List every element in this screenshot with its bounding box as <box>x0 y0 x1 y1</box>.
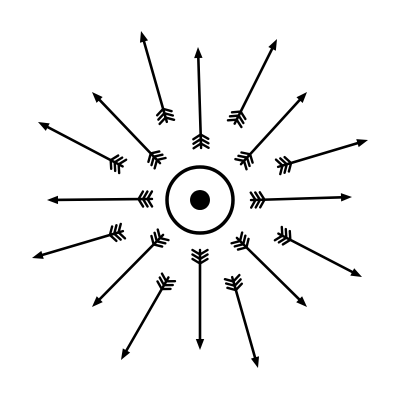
arrow-shaft <box>94 95 160 163</box>
arrowhead <box>121 348 131 360</box>
arrow-shaft <box>234 43 276 123</box>
arrowhead <box>250 356 260 368</box>
arrowhead <box>38 122 50 131</box>
arrow-shaft <box>237 238 305 305</box>
arrow <box>191 248 209 350</box>
arrow <box>192 47 210 150</box>
arrowhead <box>92 92 103 103</box>
arrow-fletching <box>223 273 244 292</box>
arrow-fletching <box>273 225 292 246</box>
arrow <box>32 222 127 259</box>
arrow-fletching <box>109 154 128 175</box>
arrowhead <box>194 47 203 59</box>
arrow-fletching <box>147 150 167 170</box>
arrow <box>139 31 176 126</box>
arrow <box>273 225 362 277</box>
arrows-group <box>32 31 368 368</box>
arrowhead <box>47 195 59 205</box>
target-icon <box>165 165 235 235</box>
arrow <box>92 228 170 307</box>
arrow-fletching <box>274 155 293 176</box>
arrow-shaft <box>51 197 151 202</box>
arrow <box>226 39 277 129</box>
target-bullseye <box>190 190 210 210</box>
arrow-fletching <box>234 151 254 171</box>
arrow <box>230 231 307 307</box>
arrowhead <box>268 39 277 51</box>
arrow-shaft <box>241 95 305 164</box>
arrow-fletching <box>156 272 177 291</box>
arrow-fletching <box>230 231 250 251</box>
arrow-shaft <box>36 230 122 258</box>
arrow <box>121 272 177 360</box>
arrow-shaft <box>94 235 163 305</box>
arrowhead <box>32 250 44 259</box>
arrow-shaft <box>141 35 168 121</box>
arrow-shaft <box>231 278 258 364</box>
arrow-fletching <box>155 107 176 126</box>
target-ring <box>165 165 235 235</box>
arrow <box>223 273 260 368</box>
arrowhead <box>296 296 307 307</box>
arrow-fletching <box>137 190 154 208</box>
arrow <box>92 92 167 170</box>
arrow-fletching <box>191 248 209 265</box>
arrow-shaft <box>279 140 364 168</box>
arrow-shaft <box>122 278 169 357</box>
arrow <box>249 191 352 209</box>
arrowhead <box>340 193 352 202</box>
arrow <box>47 190 154 208</box>
arrow-fletching <box>108 222 127 243</box>
arrow-shaft <box>42 123 122 167</box>
arrow-fletching <box>150 228 170 248</box>
arrow-shaft <box>196 51 203 147</box>
arrow-fletching <box>192 133 210 150</box>
arrowhead <box>139 31 149 43</box>
arrowhead <box>350 268 362 277</box>
arrowhead <box>92 296 103 307</box>
arrowhead <box>195 339 205 350</box>
arrow <box>234 92 307 171</box>
arrow <box>274 139 368 176</box>
arrowhead <box>296 92 307 103</box>
arrow-fletching <box>249 191 266 209</box>
arrow-shaft <box>279 233 358 276</box>
arrow-fletching <box>226 110 247 129</box>
arrow-shaft <box>252 195 348 202</box>
arrowhead <box>356 139 368 148</box>
arrow <box>38 122 128 175</box>
